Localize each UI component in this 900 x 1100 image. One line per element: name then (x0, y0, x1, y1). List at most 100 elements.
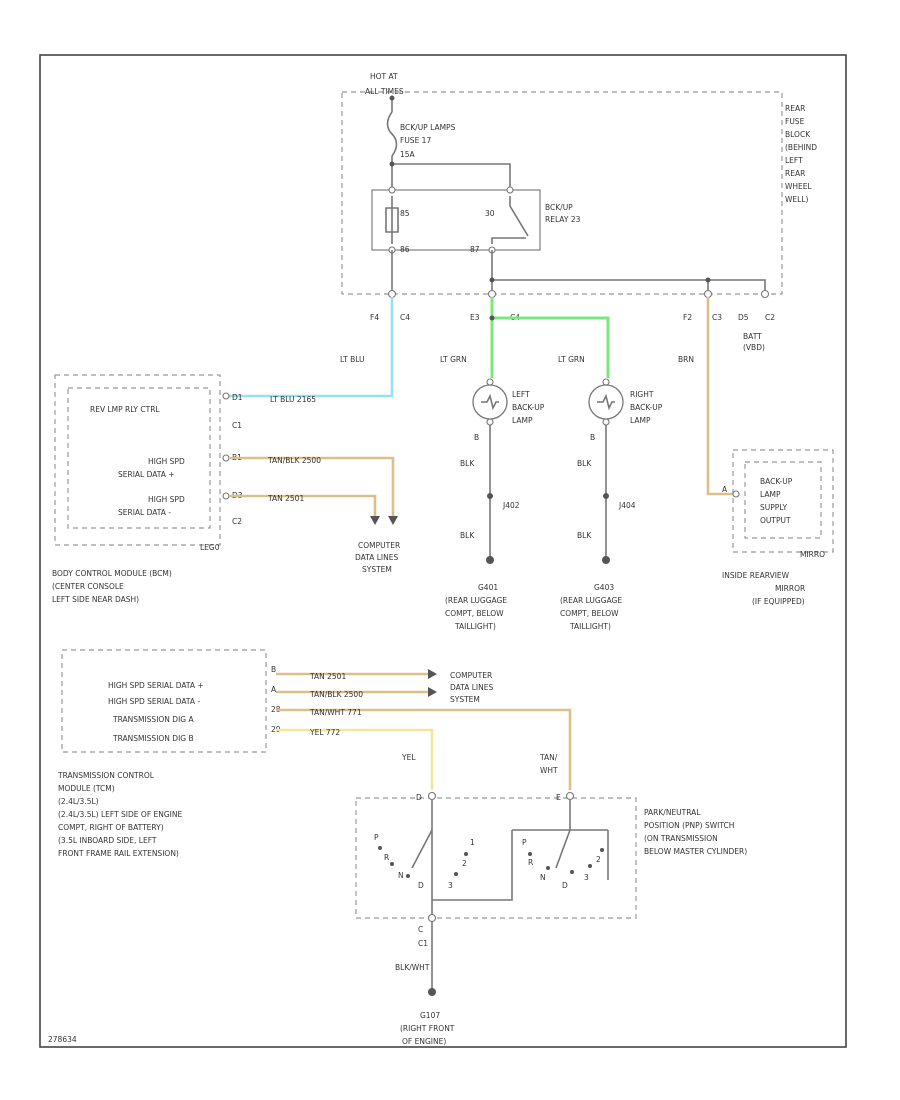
svg-text:1: 1 (470, 838, 475, 847)
blk-wht-label: BLK/WHT (395, 963, 430, 972)
brn-label: BRN (678, 355, 694, 364)
bcm-data-label-2: TAN 2501 (267, 494, 304, 503)
relay-switch (491, 196, 529, 244)
mirror-row-4: OUTPUT (760, 516, 791, 525)
relay-pin-87: 87 (470, 245, 480, 254)
mirror-caption-2: MIRROR (775, 584, 805, 593)
svg-text:R: R (528, 858, 533, 867)
diagram-id: 278634 (48, 1035, 77, 1044)
pnp-right-positions: P R N D 3 2 (522, 838, 604, 890)
left-lamp-ground-icon (486, 556, 494, 564)
lt-blu-wire (228, 297, 394, 398)
bcm-row-serial-plus: SERIAL DATA + (118, 470, 175, 479)
tcm-caption-6: (3.5L INBOARD SIDE, LEFT (58, 836, 157, 845)
bcm-row-high-spd-1: HIGH SPD (148, 457, 185, 466)
fuse-block-name-6: REAR (785, 169, 805, 178)
right-lamp-blk-1: BLK (577, 459, 592, 468)
right-lamp-blk-2: BLK (577, 531, 592, 540)
tcm-row-2: HIGH SPD SERIAL DATA - (108, 697, 200, 706)
mirror-row-3: SUPPLY (760, 503, 787, 512)
lt-grn-wire-right (492, 316, 610, 378)
body-control-module: REV LMP RLY CTRL HIGH SPD SERIAL DATA + … (52, 374, 243, 604)
pin-f4: F4 (370, 313, 379, 322)
right-lamp-pin: B (590, 433, 595, 442)
pnp-switch: D E P R N D 3 2 1 P R N D 3 2 (355, 791, 747, 1046)
fuse-name: BCK/UP LAMPS (400, 123, 456, 132)
right-lamp-splice: J404 (618, 501, 636, 510)
right-ground-4: TAILLIGHT) (569, 622, 611, 631)
tcm-pin-1: B (271, 665, 276, 674)
lt-grn-label-left: LT GRN (440, 355, 467, 364)
mirror-row-1: BACK-UP (760, 477, 793, 486)
pnp-pin-e: E (556, 793, 561, 802)
svg-text:N: N (398, 871, 404, 880)
tcm-row-4: TRANSMISSION DIG B (112, 734, 194, 743)
bcm-row-rev-lmp: REV LMP RLY CTRL (90, 405, 160, 414)
computer-data-2-line1: COMPUTER (450, 671, 492, 680)
tcm-caption-5: COMPT, RIGHT OF BATTERY) (58, 823, 164, 832)
tcm-sig-b-label: YEL 772 (309, 728, 340, 737)
mirror-row-2: LAMP (760, 490, 781, 499)
left-lamp-bulb-icon (481, 393, 499, 411)
fuse-block-name-4: (BEHIND (785, 143, 817, 152)
pnp-caption-1: PARK/NEUTRAL (644, 808, 701, 817)
left-lamp-blk-1: BLK (460, 459, 475, 468)
batt-label-1: BATT (743, 332, 762, 341)
tcm-pin-2: A (271, 685, 277, 694)
pnp-left-positions: P R N D 3 2 1 (374, 833, 475, 890)
tcm-data-label-2: TAN/BLK 2500 (309, 690, 363, 699)
svg-text:D: D (562, 881, 568, 890)
bcm-caption-1: BODY CONTROL MODULE (BCM) (52, 569, 172, 578)
left-ground-3: COMPT, BELOW (445, 609, 504, 618)
left-lamp-pin: B (474, 433, 479, 442)
data-arrow-4 (428, 687, 437, 697)
svg-text:2: 2 (596, 855, 601, 864)
mirror-pin: A (722, 485, 728, 494)
tcm-row-1: HIGH SPD SERIAL DATA + (108, 681, 204, 690)
hot-label-2: ALL TIMES (365, 87, 404, 96)
tcm-pin-4: 29 (271, 725, 281, 734)
bcm-row-serial-minus: SERIAL DATA - (118, 508, 171, 517)
bcm-caption-2: (CENTER CONSOLE (52, 582, 124, 591)
data-arrow-3 (428, 669, 437, 679)
tcm-sig-a-label: TAN/WHT 771 (309, 708, 362, 717)
fuse-block-name-7: WHEEL (785, 182, 813, 191)
bcm-data-wire-1 (229, 456, 395, 516)
svg-text:P: P (374, 833, 379, 842)
relay-pin-85: 85 (400, 209, 410, 218)
left-lamp-splice: J402 (502, 501, 520, 510)
tcm-data-label-1: TAN 2501 (309, 672, 346, 681)
computer-data-2-line3: SYSTEM (450, 695, 480, 704)
tan-wht-label-2: WHT (540, 766, 558, 775)
pin-f2: F2 (683, 313, 692, 322)
transmission-control-module: HIGH SPD SERIAL DATA + HIGH SPD SERIAL D… (57, 649, 281, 858)
left-backup-lamp: LEFT BACK-UP LAMP B BLK J402 BLK G401 (R… (445, 378, 545, 631)
mirror-tag: MIRRO (800, 550, 825, 559)
lt-blu-label: LT BLU (340, 355, 365, 364)
pnp-pin-d: D (416, 793, 422, 802)
pnp-ground-icon (428, 988, 436, 996)
svg-text:R: R (384, 853, 389, 862)
left-lamp-label-2: BACK-UP (512, 403, 545, 412)
pin-c3: C3 (712, 313, 722, 322)
fuse-id: FUSE 17 (400, 136, 431, 145)
tcm-caption-7: FRONT FRAME RAIL EXTENSION) (58, 849, 179, 858)
relay-name-1: BCK/UP (545, 203, 573, 212)
pnp-caption-2: POSITION (PNP) SWITCH (644, 821, 734, 830)
pnp-right-contact (432, 829, 609, 901)
pnp-caption-4: BELOW MASTER CYLINDER) (644, 847, 747, 856)
bcm-tag: LEG0 (200, 543, 220, 552)
tcm-caption-4: (2.4L/3.5L) LEFT SIDE OF ENGINE (58, 810, 182, 819)
diagram-frame (39, 54, 847, 1048)
tcm-sig-a-wire (276, 708, 572, 790)
right-ground-1: G403 (594, 583, 614, 592)
pnp-ground-1: G107 (420, 1011, 440, 1020)
mirror-caption-1: INSIDE REARVIEW (722, 571, 790, 580)
bcm-pin-c1: C1 (232, 421, 242, 430)
pnp-bottom-circuit: C1 (418, 939, 428, 948)
fuse-block-name-3: BLOCK (785, 130, 811, 139)
fuse-rating: 15A (400, 150, 416, 159)
svg-text:P: P (522, 838, 527, 847)
svg-text:N: N (540, 873, 546, 882)
backup-relay-box (371, 189, 541, 251)
